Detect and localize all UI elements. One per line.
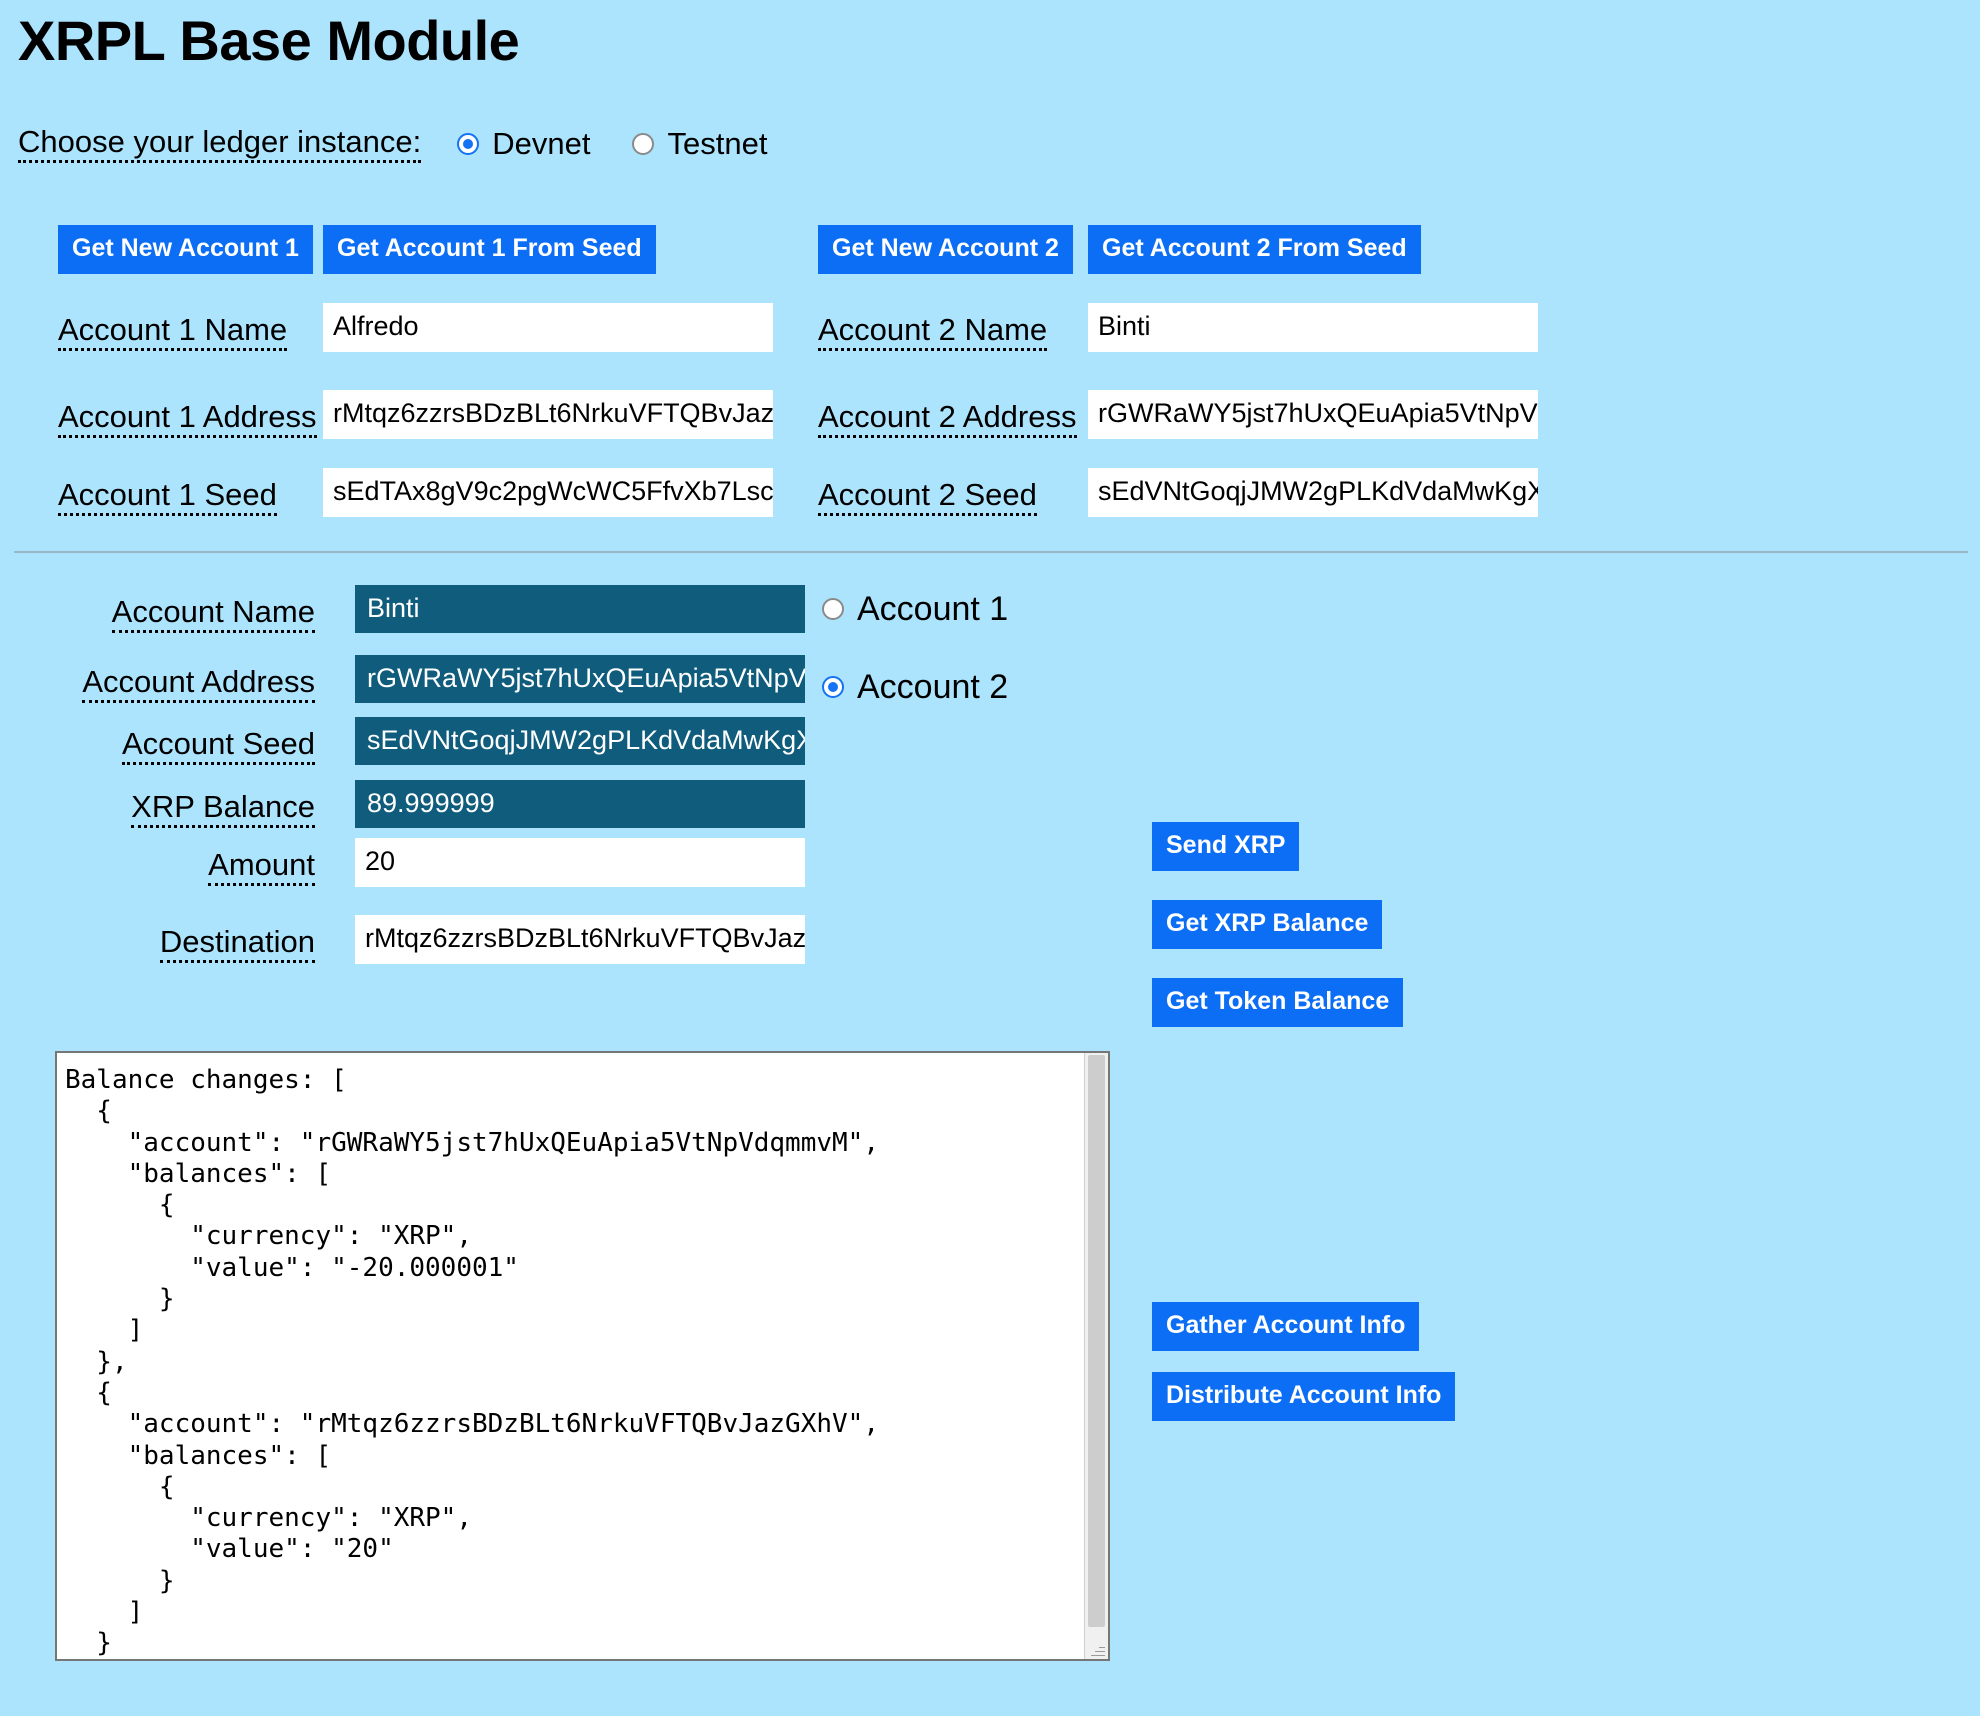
account-2-address-label: Account 2 Address — [818, 400, 1077, 438]
get-account-2-from-seed-button[interactable]: Get Account 2 From Seed — [1088, 225, 1421, 274]
radio-testnet-icon[interactable] — [632, 133, 655, 155]
get-new-account-1-button[interactable]: Get New Account 1 — [58, 225, 313, 274]
amount-input[interactable]: 20 — [355, 838, 805, 887]
radio-testnet-label: Testnet — [667, 126, 768, 161]
account-1-seed-label: Account 1 Seed — [58, 478, 277, 516]
ledger-instance-chooser: Choose your ledger instance: Devnet Test… — [18, 125, 767, 163]
radio-option-account-1[interactable]: Account 1 — [822, 592, 1008, 626]
section-divider — [14, 551, 1968, 553]
output-console[interactable]: Balance changes: [ { "account": "rGWRaWY… — [55, 1051, 1110, 1661]
destination-input[interactable]: rMtqz6zzrsBDzBLt6NrkuVFTQBvJazGXhV — [355, 915, 805, 964]
ledger-instance-label: Choose your ledger instance: — [18, 125, 422, 163]
get-account-1-from-seed-button[interactable]: Get Account 1 From Seed — [323, 225, 656, 274]
account-2-name-input[interactable]: Binti — [1088, 303, 1538, 352]
account-name-value: Binti — [355, 585, 805, 633]
radio-option-devnet[interactable]: Devnet — [457, 127, 590, 161]
radio-account-2-label: Account 2 — [857, 668, 1009, 706]
output-console-text: Balance changes: [ { "account": "rGWRaWY… — [65, 1065, 879, 1659]
account-1-address-label: Account 1 Address — [58, 400, 317, 438]
xrp-balance-label: XRP Balance — [131, 790, 315, 828]
account-seed-value: sEdVNtGoqjJMW2gPLKdVdaMwKgXAh5z — [355, 717, 805, 765]
account-1-name-input[interactable]: Alfredo — [323, 303, 773, 352]
output-console-scroll-thumb[interactable] — [1088, 1055, 1105, 1627]
radio-account-1-icon[interactable] — [822, 598, 844, 620]
radio-account-2-icon[interactable] — [822, 676, 844, 698]
account-name-label: Account Name — [111, 595, 315, 633]
account-address-label: Account Address — [82, 665, 315, 703]
send-xrp-button[interactable]: Send XRP — [1152, 822, 1300, 871]
account-2-name-label: Account 2 Name — [818, 313, 1048, 351]
resize-handle-icon[interactable] — [1091, 1642, 1105, 1656]
radio-option-testnet[interactable]: Testnet — [632, 127, 767, 161]
destination-label: Destination — [159, 925, 315, 963]
output-console-scrollbar[interactable] — [1084, 1053, 1108, 1659]
get-token-balance-button[interactable]: Get Token Balance — [1152, 978, 1404, 1027]
account-seed-label: Account Seed — [121, 727, 315, 765]
radio-devnet-label: Devnet — [492, 126, 591, 161]
radio-option-account-2[interactable]: Account 2 — [822, 670, 1008, 704]
page-title: XRPL Base Module — [18, 9, 520, 72]
gather-account-info-button[interactable]: Gather Account Info — [1152, 1302, 1420, 1351]
get-new-account-2-button[interactable]: Get New Account 2 — [818, 225, 1073, 274]
account-2-seed-label: Account 2 Seed — [818, 478, 1037, 516]
radio-account-1-label: Account 1 — [857, 590, 1009, 628]
amount-label: Amount — [208, 848, 315, 886]
account-1-seed-input[interactable]: sEdTAx8gV9c2pgWcWC5FfvXb7LscbBc — [323, 468, 773, 517]
xrp-balance-value: 89.999999 — [355, 780, 805, 828]
account-2-address-input[interactable]: rGWRaWY5jst7hUxQEuApia5VtNpVdqmmvM — [1088, 390, 1538, 439]
account-1-address-input[interactable]: rMtqz6zzrsBDzBLt6NrkuVFTQBvJazGXhV — [323, 390, 773, 439]
radio-devnet-icon[interactable] — [457, 133, 480, 155]
account-address-value: rGWRaWY5jst7hUxQEuApia5VtNpVdqmmvM — [355, 655, 805, 703]
account-2-seed-input[interactable]: sEdVNtGoqjJMW2gPLKdVdaMwKgXAh5z — [1088, 468, 1538, 517]
account-1-name-label: Account 1 Name — [58, 313, 288, 351]
get-xrp-balance-button[interactable]: Get XRP Balance — [1152, 900, 1383, 949]
distribute-account-info-button[interactable]: Distribute Account Info — [1152, 1372, 1456, 1421]
